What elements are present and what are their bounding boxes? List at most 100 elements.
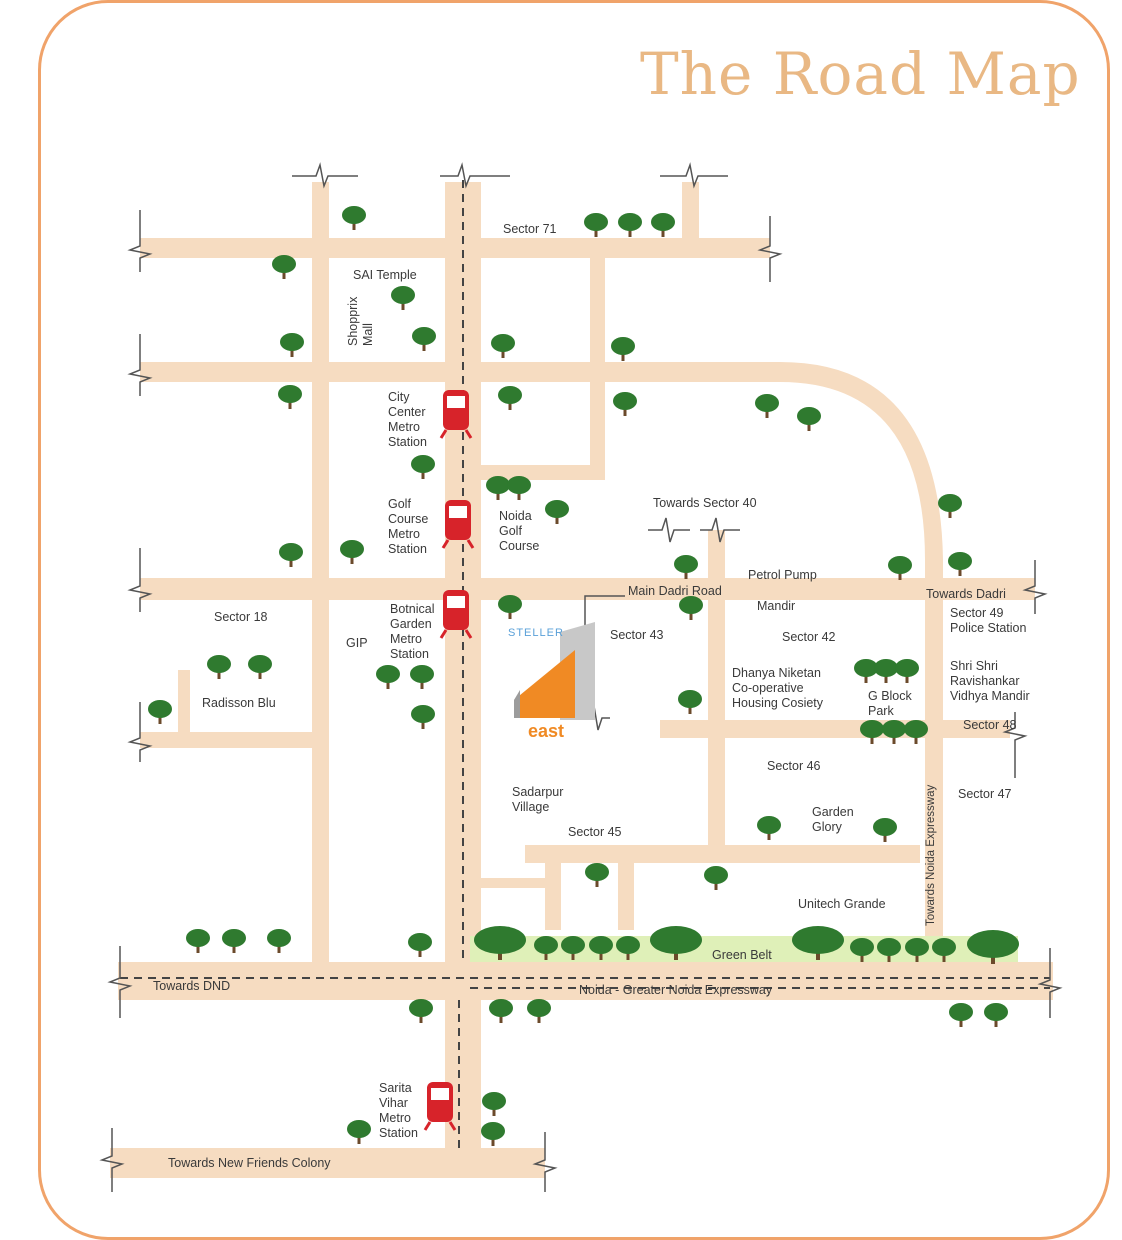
tree-icon: [527, 999, 551, 1023]
tree-icon: [850, 938, 874, 962]
tree-icon: [411, 455, 435, 479]
label-east: east: [528, 721, 565, 741]
tree-icon: [507, 476, 531, 500]
label-steller: STELLER: [508, 627, 564, 639]
road-h-nfc: [110, 1148, 545, 1178]
label-towards-dadri: Towards Dadri: [926, 587, 1006, 601]
tree-icon: [545, 500, 569, 524]
tree-icon: [267, 929, 291, 953]
label-shopprix-mall: Shopprix Mall: [346, 296, 375, 346]
break-mark: [127, 210, 153, 272]
road-h-sector71: [140, 238, 770, 258]
tree-icon: [347, 1120, 371, 1144]
tree-icon: [618, 213, 642, 237]
break-mark: [1022, 560, 1048, 614]
road-v-left: [312, 182, 329, 962]
big-tree-icon: [792, 926, 844, 960]
break-mark: [127, 334, 153, 396]
tree-icon: [888, 556, 912, 580]
metro-line: [120, 180, 1050, 1148]
label-sector46: Sector 46: [767, 759, 821, 773]
tree-icon: [278, 385, 302, 409]
metro-train-icon: [439, 390, 473, 439]
break-mark: [292, 162, 358, 189]
tree-icon: [932, 938, 956, 962]
break-mark: [1037, 948, 1063, 1018]
break-mark: [532, 1132, 558, 1192]
tree-icon: [678, 690, 702, 714]
tree-icon: [938, 494, 962, 518]
tree-icon: [651, 213, 675, 237]
road-v-expressway: [925, 560, 943, 940]
label-towards-new-friends-colony: Towards New Friends Colony: [168, 1156, 331, 1170]
tree-icon: [873, 818, 897, 842]
road-h-sector48: [660, 720, 1010, 738]
tree-icon: [874, 659, 898, 683]
tree-icon: [674, 555, 698, 579]
tree-icon: [882, 720, 906, 744]
project-building: [514, 622, 595, 720]
break-mark: [660, 162, 728, 189]
tree-icon: [498, 386, 522, 410]
tree-icon: [949, 1003, 973, 1027]
break-mark: [99, 1128, 125, 1192]
tree-icon: [489, 999, 513, 1023]
building-dark: [514, 690, 520, 718]
tree-icon: [486, 476, 510, 500]
label-sarita-vihar-metro: Sarita Vihar Metro Station: [379, 1081, 418, 1140]
metro-icons: [423, 390, 475, 1131]
tree-icon: [534, 936, 558, 960]
tree-icon: [679, 596, 703, 620]
tree-icon: [248, 655, 272, 679]
tree-icon: [904, 720, 928, 744]
tree-icon: [279, 543, 303, 567]
label-sector49: Sector 49 Police Station: [950, 606, 1027, 635]
road-h-small: [481, 878, 545, 888]
roads: [110, 182, 1053, 1178]
label-g-block-park: G Block Park: [868, 689, 912, 718]
break-mark: [107, 946, 133, 1018]
label-sector43: Sector 43: [610, 628, 664, 642]
break-mark: [700, 517, 740, 543]
metro-train-icon: [423, 1082, 457, 1131]
road-v-radisson: [178, 670, 190, 745]
tree-icon: [613, 392, 637, 416]
label-radisson-blu: Radisson Blu: [202, 696, 276, 710]
building-orange: [514, 650, 575, 718]
tree-icon: [340, 540, 364, 564]
road-curve: [780, 362, 943, 560]
road-v-small2: [618, 860, 634, 930]
label-sector71: Sector 71: [503, 222, 557, 236]
tree-icon: [797, 407, 821, 431]
tree-icon: [984, 1003, 1008, 1027]
tree-icon: [409, 999, 433, 1023]
break-mark: [127, 548, 153, 612]
tree-icon: [585, 863, 609, 887]
label-sector47: Sector 47: [958, 787, 1012, 801]
label-noida-golf-course: Noida Golf Course: [499, 509, 540, 553]
road-h-sector45: [525, 845, 920, 863]
road-v-sector42: [708, 530, 725, 845]
label-shri-shri: Shri Shri Ravishankar Vidhya Mandir: [950, 659, 1030, 703]
tree-icon: [272, 255, 296, 279]
label-city-center-metro: City Center Metro Station: [388, 390, 427, 449]
road-h-radisson: [140, 732, 312, 748]
label-sector18: Sector 18: [214, 610, 268, 624]
break-mark: [1002, 712, 1028, 778]
tree-icon: [895, 659, 919, 683]
tree-icon: [498, 595, 522, 619]
break-mark: [127, 702, 153, 762]
label-gip: GIP: [346, 636, 368, 650]
tree-icon: [877, 938, 901, 962]
label-sai-temple: SAI Temple: [353, 268, 417, 282]
road-map-canvas: [99, 162, 1063, 1192]
big-tree-icon: [650, 926, 702, 960]
tree-icon: [391, 286, 415, 310]
road-break-marks: [99, 162, 1063, 1192]
tree-icon: [491, 334, 515, 358]
tree-icon: [589, 936, 613, 960]
tree-icon: [755, 394, 779, 418]
label-towards-sector40: Towards Sector 40: [653, 496, 757, 510]
tree-icon: [280, 333, 304, 357]
tree-icon: [342, 206, 366, 230]
